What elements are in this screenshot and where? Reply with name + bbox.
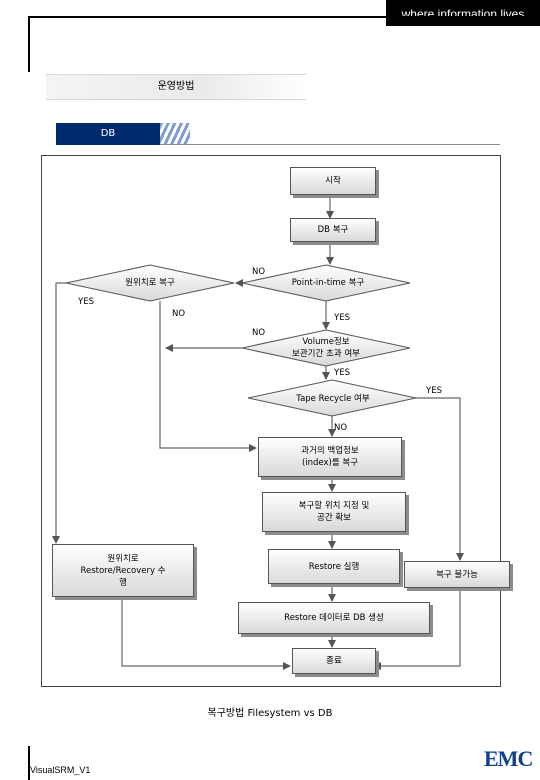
label-volume-no: NO xyxy=(252,328,266,338)
node-restore-original: 원위치로 Restore/Recovery 수 행 xyxy=(52,544,194,597)
node-backup-info-line1: 과거의 백업정보 xyxy=(301,446,359,456)
node-volume-retention-line1: Volume정보 xyxy=(302,337,350,347)
label-original-yes: YES xyxy=(78,297,94,307)
edge-recovery-end xyxy=(121,596,291,670)
label-pit-yes: YES xyxy=(334,313,350,323)
label-pit-no: NO xyxy=(252,267,266,277)
footer-doc-id: VisualSRM_V1 xyxy=(30,765,91,775)
node-start: 시작 xyxy=(290,167,376,195)
label-tape-yes: YES xyxy=(426,386,442,396)
edge-tape-notpossible xyxy=(416,397,464,561)
node-original-location: 원위치로 복구 xyxy=(86,272,214,294)
node-end-label: 종료 xyxy=(326,656,342,666)
footer-rule xyxy=(28,746,30,780)
header-rule xyxy=(28,16,538,18)
node-create-db: Restore 데이터로 DB 생성 xyxy=(238,602,430,634)
edge-notpossible-end xyxy=(373,586,461,670)
node-tape-recycle: Tape Recycle 여부 xyxy=(266,388,400,410)
edge-original-no xyxy=(159,301,257,452)
node-start-label: 시작 xyxy=(325,176,341,186)
node-backup-info-line2: (index)를 복구 xyxy=(301,458,359,468)
tab-db[interactable]: DB xyxy=(56,123,160,145)
node-point-in-time-label: Point-in-time 복구 xyxy=(291,278,365,288)
emc-logo: EMC xyxy=(484,746,533,771)
figure-caption: 복구방법 Filesystem vs DB xyxy=(207,708,333,719)
node-restore-original-line2: Restore/Recovery 수 xyxy=(80,565,166,576)
node-end: 종료 xyxy=(292,648,376,674)
node-point-in-time: Point-in-time 복구 xyxy=(250,272,406,294)
node-original-location-label: 원위치로 복구 xyxy=(125,278,175,288)
label-volume-yes: YES xyxy=(334,368,350,378)
node-restore-original-line3: 행 xyxy=(119,577,127,588)
edge-original-yes xyxy=(52,282,66,544)
tab-rule xyxy=(160,144,500,145)
tab-decoration xyxy=(160,123,190,145)
node-not-possible-label: 복구 불가능 xyxy=(436,569,478,580)
node-restore-original-line1: 원위치로 xyxy=(107,553,139,564)
node-restore-run-label: Restore 실행 xyxy=(308,561,360,572)
header-rule-vertical xyxy=(28,16,30,72)
node-create-db-label: Restore 데이터로 DB 생성 xyxy=(284,613,384,623)
section-title: 운영방법 xyxy=(46,74,306,100)
node-backup-info: 과거의 백업정보 (index)를 복구 xyxy=(258,437,402,477)
node-not-possible: 복구 불가능 xyxy=(404,561,510,588)
label-tape-no: NO xyxy=(334,423,348,433)
label-original-no: NO xyxy=(172,309,186,319)
node-volume-retention: Volume정보 보관기간 초과 여부 xyxy=(256,335,396,361)
node-designate-location-line2: 공간 확보 xyxy=(317,513,351,523)
node-designate-location: 복구할 위치 지정 및 공간 확보 xyxy=(262,492,406,532)
diagram-frame xyxy=(41,155,501,687)
node-db-restore: DB 복구 xyxy=(290,218,376,242)
node-db-restore-label: DB 복구 xyxy=(317,225,349,235)
decision-original-location xyxy=(65,264,235,302)
node-tape-recycle-label: Tape Recycle 여부 xyxy=(296,394,370,404)
node-designate-location-line1: 복구할 위치 지정 및 xyxy=(298,501,370,511)
node-volume-retention-line2: 보관기간 초과 여부 xyxy=(292,349,360,359)
node-restore-run: Restore 실행 xyxy=(268,549,400,584)
